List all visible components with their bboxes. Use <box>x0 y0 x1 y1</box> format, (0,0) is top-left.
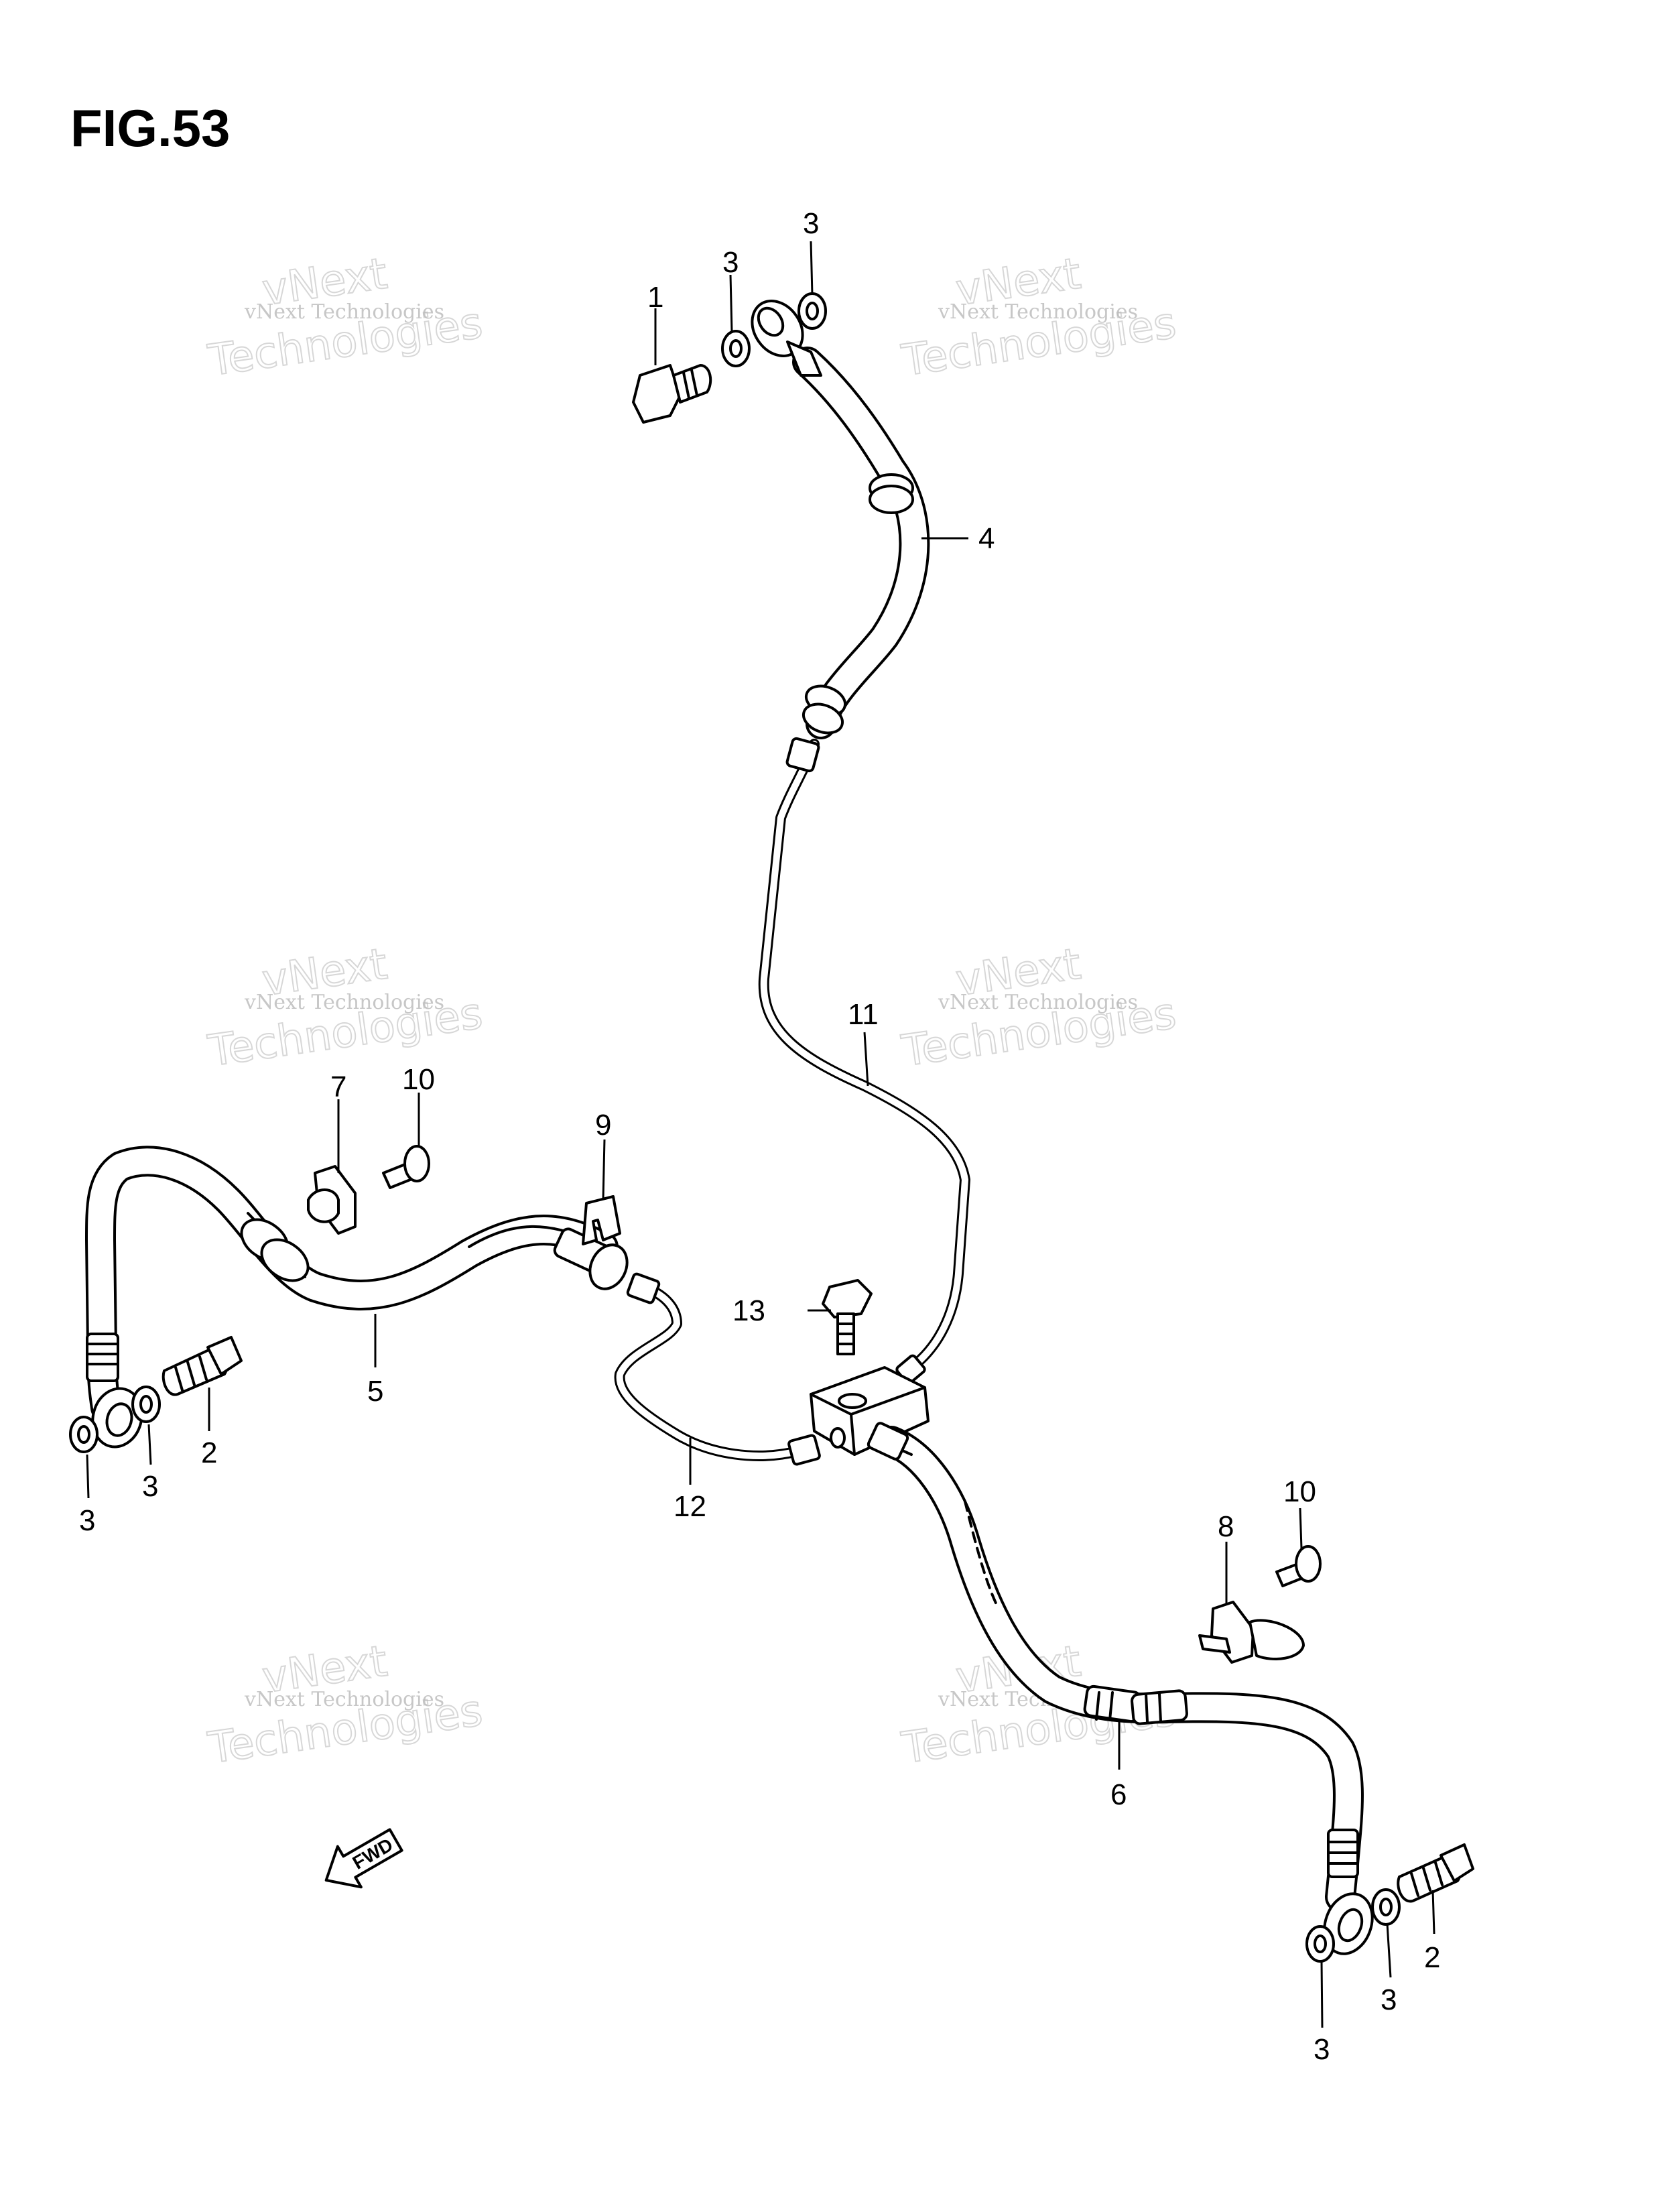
watermarks: vNext Technologies vNext Technologies vN… <box>204 249 1179 1774</box>
callout-3: 3 <box>722 246 739 279</box>
part-6-right-hose <box>867 1422 1374 1955</box>
watermark: vNext Technologies vNext Technologies <box>898 249 1179 387</box>
leader-lines <box>86 241 1435 2028</box>
part-7-hose-bracket <box>307 1165 357 1235</box>
callout-3: 3 <box>142 1470 158 1503</box>
callout-2: 2 <box>201 1436 217 1469</box>
part-13-bolt <box>822 1279 873 1355</box>
watermark: vNext Technologies vNext Technologies <box>898 939 1179 1077</box>
forward-direction-arrow: FWD <box>324 1828 403 1889</box>
part-2-union-bolt <box>1397 1843 1474 1903</box>
svg-text:vNext Technologies: vNext Technologies <box>244 991 444 1014</box>
callout-5: 5 <box>367 1375 383 1408</box>
watermark: vNext Technologies vNext Technologies <box>204 1636 486 1774</box>
callout-4: 4 <box>978 522 995 555</box>
callout-13: 13 <box>732 1294 765 1327</box>
callout-6: 6 <box>1110 1778 1127 1811</box>
callout-3: 3 <box>79 1504 95 1537</box>
callout-10: 10 <box>402 1063 435 1096</box>
callout-3: 3 <box>803 207 819 240</box>
callout-3: 3 <box>1314 2033 1330 2066</box>
part-12-short-pipe <box>614 1272 821 1466</box>
part-4-upper-hose <box>751 300 930 739</box>
watermark: vNext Technologies vNext Technologies <box>204 249 486 387</box>
svg-text:vNext Technologies: vNext Technologies <box>244 300 444 324</box>
callout-10: 10 <box>1283 1475 1316 1508</box>
figure-title: FIG.53 <box>70 99 230 158</box>
part-11-brake-pipe <box>758 737 970 1385</box>
callout-1: 1 <box>647 281 663 314</box>
callout-3: 3 <box>1381 1983 1397 2016</box>
part-10-bolt <box>1275 1545 1322 1587</box>
callout-2: 2 <box>1424 1941 1440 1974</box>
svg-text:vNext Technologies: vNext Technologies <box>938 991 1138 1014</box>
svg-text:vNext Technologies: vNext Technologies <box>244 1688 444 1711</box>
callout-8: 8 <box>1218 1510 1234 1543</box>
callout-9: 9 <box>595 1109 611 1142</box>
watermark: vNext Technologies vNext Technologies <box>204 939 486 1077</box>
part-9-clip <box>582 1195 621 1245</box>
callout-11: 11 <box>848 998 879 1031</box>
callout-12: 12 <box>674 1490 706 1523</box>
part-10-bolt <box>382 1145 430 1189</box>
part-5-left-hose <box>85 1146 629 1449</box>
part-1-union-bolt <box>632 364 712 424</box>
part-8-hose-bracket <box>1198 1601 1305 1664</box>
callout-labels: 1 3 3 4 11 7 10 9 5 2 3 3 13 12 8 10 6 2… <box>79 207 1440 2066</box>
svg-text:vNext Technologies: vNext Technologies <box>938 300 1138 324</box>
part-2-union-bolt <box>162 1336 243 1396</box>
callout-7: 7 <box>330 1070 346 1103</box>
